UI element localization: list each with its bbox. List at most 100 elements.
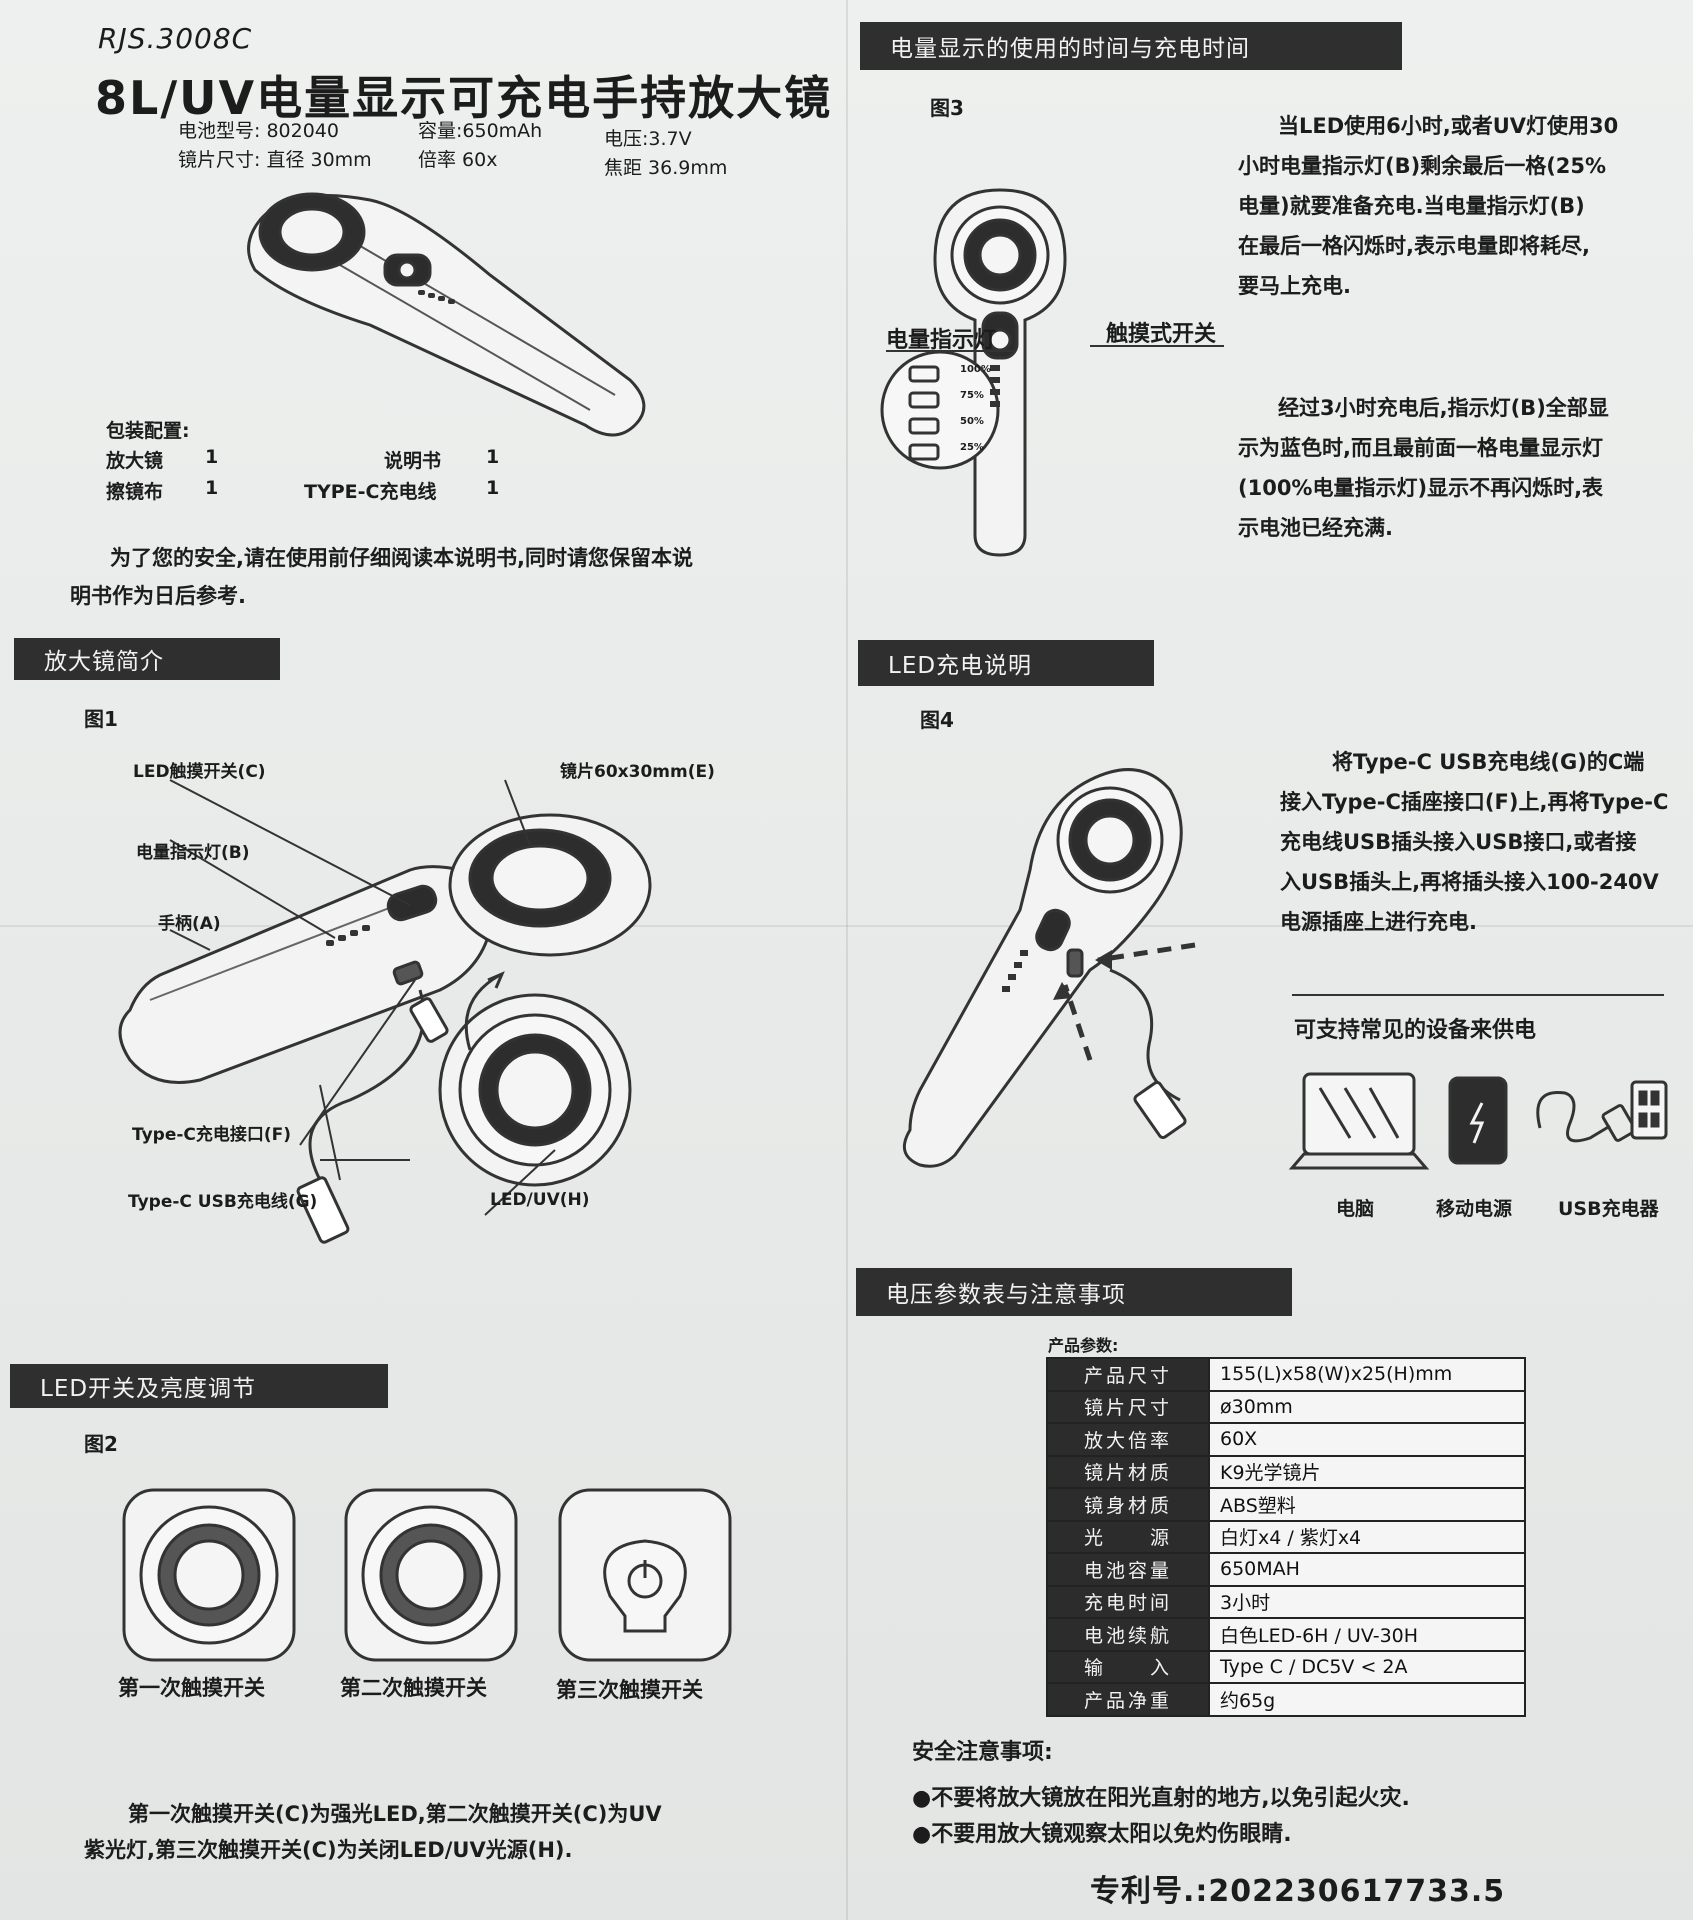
package-item-qty: 1 <box>205 446 219 468</box>
fig4-para-line: 电源插座上进行充电. <box>1280 910 1477 934</box>
fig2-touch-sequence-diagram <box>122 1488 732 1662</box>
fig3-para1-line: 要马上充电. <box>1238 274 1351 298</box>
fig2-caption-2: 第二次触摸开关 <box>340 1676 487 1700</box>
safety-item-2: ●不要用放大镜观察太阳以免灼伤眼睛. <box>912 1822 1292 1847</box>
fig4-para-line: 将Type-C USB充电线(G)的C端 <box>1332 750 1645 774</box>
spec-lens-size: 镜片尺寸: 直径 30mm <box>178 149 372 171</box>
fig3-paragraph-2: 经过3小时充电后,指示灯(B)全部显 示为蓝色时,而且最前面一格电量显示灯 (1… <box>1238 388 1609 548</box>
params-value: 白色LED-6H / UV-30H <box>1208 1617 1526 1652</box>
spec-magnification: 倍率 60x <box>418 149 498 171</box>
fold-line-vertical <box>846 0 848 1920</box>
magnifier-top-illustration <box>247 192 646 437</box>
fig1-magnifier-diagram <box>118 779 652 1244</box>
safety-intro-line2: 明书作为日后参考. <box>70 584 246 608</box>
fig3-para1-line: 小时电量指示灯(B)剩余最后一格(25% <box>1238 154 1607 178</box>
fig3-switch-leader-line <box>1090 345 1224 347</box>
package-item-qty: 1 <box>486 477 500 499</box>
fig2-description-line1: 第一次触摸开关(C)为强光LED,第二次触摸开关(C)为UV <box>128 1802 662 1826</box>
params-key: 电池续航 <box>1046 1617 1210 1652</box>
fig3-para1-line: 电量)就要准备充电.当电量指示灯(B) <box>1238 194 1585 218</box>
params-value: K9光学镜片 <box>1208 1454 1526 1489</box>
fig4-label: 图4 <box>920 708 954 732</box>
section-header-params: 电压参数表与注意事项 <box>856 1268 1292 1316</box>
section-header-intro: 放大镜简介 <box>14 638 280 680</box>
params-value: 650MAH <box>1208 1552 1526 1587</box>
fig3-indicator-diagram <box>880 188 1067 557</box>
fig3-label: 图3 <box>930 96 964 120</box>
params-key: 放大倍率 <box>1046 1422 1210 1457</box>
params-value: ø30mm <box>1208 1389 1526 1424</box>
fold-line-horizontal <box>0 925 1693 927</box>
fig3-para2-line: (100%电量指示灯)显示不再闪烁时,表 <box>1238 476 1604 500</box>
fig3-paragraph-1: 当LED使用6小时,或者UV灯使用30 小时电量指示灯(B)剩余最后一格(25%… <box>1238 106 1618 306</box>
params-value: Type C / DC5V < 2A <box>1208 1649 1526 1684</box>
package-item-name: TYPE-C充电线 <box>304 481 437 503</box>
device-usb-charger: USB充电器 <box>1558 1198 1659 1220</box>
params-value: 60X <box>1208 1422 1526 1457</box>
section-header-charging: LED充电说明 <box>858 640 1154 686</box>
fig2-label: 图2 <box>84 1432 118 1456</box>
fig2-caption-3: 第三次触摸开关 <box>556 1678 703 1702</box>
fig3-indicator-leader-line <box>886 350 1016 352</box>
fig2-caption-1: 第一次触摸开关 <box>118 1676 265 1700</box>
fig4-paragraph: 将Type-C USB充电线(G)的C端 接入Type-C插座接口(F)上,再将… <box>1280 742 1668 942</box>
package-item-name: 放大镜 <box>106 450 164 472</box>
params-key: 产品尺寸 <box>1046 1357 1210 1392</box>
fig3-para2-line: 示电池已经充满. <box>1238 516 1393 540</box>
model-number: RJS.3008C <box>98 22 253 55</box>
spec-focal-length: 焦距 36.9mm <box>604 157 728 179</box>
params-value: 白灯x4 / 紫灯x4 <box>1208 1519 1526 1554</box>
params-value: ABS塑料 <box>1208 1487 1526 1522</box>
device-power-bank: 移动电源 <box>1436 1198 1513 1220</box>
fig4-para-line: 入USB插头上,再将插头接入100-240V <box>1280 870 1659 894</box>
callout-typec-cable: Type-C USB充电线(G) <box>128 1192 318 1212</box>
params-title: 产品参数: <box>1048 1336 1119 1355</box>
spec-capacity: 容量:650mAh <box>418 120 543 142</box>
package-item-name: 擦镜布 <box>106 481 164 503</box>
params-key: 输 入 <box>1046 1649 1210 1684</box>
callout-typec-port: Type-C充电接口(F) <box>132 1125 292 1145</box>
fig3-switch-label: 触摸式开关 <box>1106 322 1217 347</box>
params-value: 约65g <box>1208 1682 1526 1717</box>
safety-title: 安全注意事项: <box>912 1740 1053 1765</box>
spec-voltage: 电压:3.7V <box>604 128 692 150</box>
fig4-para-line: 接入Type-C插座接口(F)上,再将Type-C <box>1280 790 1669 814</box>
page-title: 8L/UV电量显示可充电手持放大镜 <box>95 71 833 125</box>
params-key: 镜片材质 <box>1046 1454 1210 1489</box>
callout-led-switch: LED触摸开关(C) <box>133 762 266 782</box>
params-value: 155(L)x58(W)x25(H)mm <box>1208 1357 1526 1392</box>
fig4-para-line: 充电线USB插头接入USB接口,或者接 <box>1280 830 1637 854</box>
package-item-qty: 1 <box>205 477 219 499</box>
package-item-qty: 1 <box>486 446 500 468</box>
fig3-level-75: 75% <box>960 390 984 401</box>
fig3-level-25: 25% <box>960 442 984 453</box>
params-key: 光 源 <box>1046 1519 1210 1554</box>
callout-lens: 镜片60x30mm(E) <box>560 762 715 782</box>
params-key: 电池容量 <box>1046 1552 1210 1587</box>
params-value: 3小时 <box>1208 1584 1526 1619</box>
params-key: 镜片尺寸 <box>1046 1389 1210 1424</box>
callout-handle: 手柄(A) <box>158 914 221 934</box>
fig3-level-50: 50% <box>960 416 984 427</box>
fig3-indicator-label: 电量指示灯 <box>886 328 997 353</box>
params-key: 镜身材质 <box>1046 1487 1210 1522</box>
patent-number: 专利号.:202230617733.5 <box>1090 1874 1506 1909</box>
section-header-battery-time: 电量显示的使用的时间与充电时间 <box>860 22 1402 70</box>
callout-led-uv: LED/UV(H) <box>490 1190 590 1210</box>
devices-divider <box>1292 994 1664 996</box>
fig3-level-100: 100% <box>960 364 991 375</box>
params-key: 充电时间 <box>1046 1584 1210 1619</box>
devices-title: 可支持常见的设备来供电 <box>1294 1018 1537 1043</box>
section-header-led-switch: LED开关及亮度调节 <box>10 1364 388 1408</box>
fig3-para2-line: 经过3小时充电后,指示灯(B)全部显 <box>1278 396 1609 420</box>
